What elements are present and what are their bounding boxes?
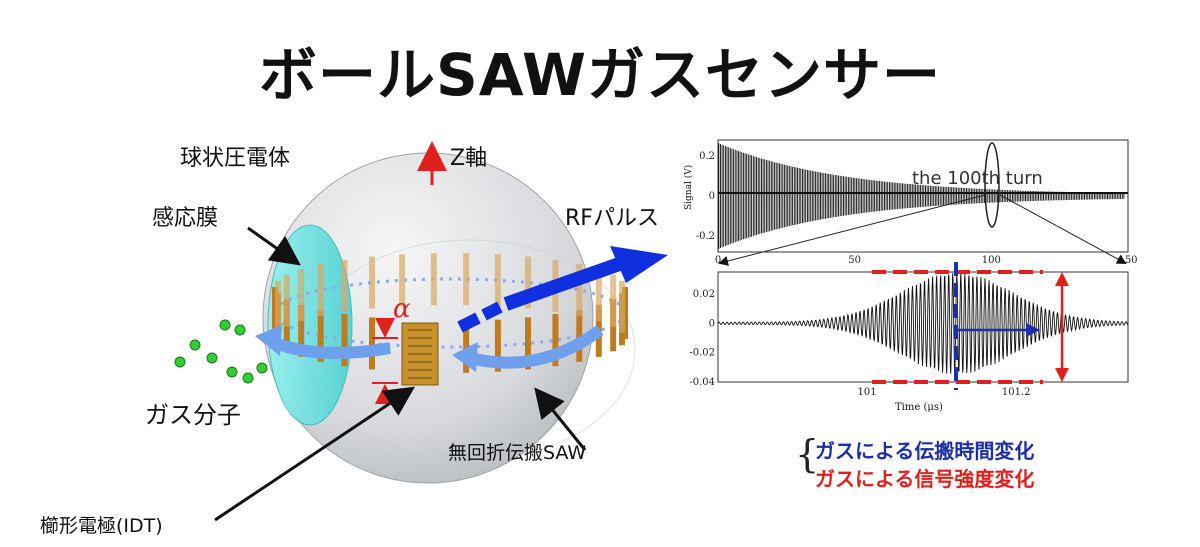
gas-molecule: [206, 352, 218, 364]
zoom-lines: [718, 194, 1127, 266]
y-tick-label: -0.04: [689, 377, 715, 388]
electrode-bar: [317, 264, 324, 317]
gas-molecule: [174, 356, 186, 368]
pointer-lines: [214, 226, 587, 522]
legend-brace: {: [795, 432, 820, 476]
label-idt: 櫛形電極(IDT): [40, 515, 163, 537]
series-line: [718, 143, 1125, 249]
electrode-bar: [341, 259, 348, 312]
x-tick-label: 101: [858, 387, 877, 398]
xlabel-bottom-chart: Time (μs): [895, 402, 943, 413]
effect-time-change: ガスによる伝搬時間変化: [815, 439, 1035, 463]
x-tick-label: 50: [848, 255, 861, 266]
electrode-bar: [317, 309, 324, 362]
electrode-bar: [576, 264, 583, 317]
electrode-bar: [399, 254, 406, 307]
x-tick-label: 0: [715, 255, 721, 266]
label-rf-pulse: RFパルス: [565, 206, 659, 231]
label-saw: 無回折伝搬SAW: [448, 442, 587, 464]
y-tick-label: 0: [709, 318, 715, 329]
electrode-bar: [283, 274, 290, 327]
chart-signal-overview: 0 50 100 150 0.2 0 -0.2: [696, 139, 1138, 266]
electrode-bar: [525, 256, 532, 309]
electrode-bar: [368, 317, 375, 370]
gas-molecules: [174, 319, 268, 384]
turn-100-marker: [984, 142, 1000, 228]
electrode-bar: [552, 314, 559, 367]
electrode-bar: [463, 253, 470, 306]
label-piezo-sphere: 球状圧電体: [180, 146, 291, 171]
chart-signal-detail: 101 101.2 0.02 0 -0.02 -0.04: [689, 262, 1129, 398]
y-tick-label: -0.02: [689, 348, 715, 359]
y-tick-label: 0: [709, 191, 715, 202]
label-sensing-film: 感応膜: [152, 206, 219, 231]
electrode-bar: [298, 269, 305, 322]
gas-molecule: [256, 362, 268, 374]
x-tick-label: 101.2: [1002, 387, 1031, 398]
gas-molecule: [234, 324, 246, 336]
series-line: [717, 272, 1129, 374]
annotation-100th-turn: the 100th turn: [912, 168, 1043, 189]
electrode-bar: [463, 320, 470, 373]
electrode-bar: [298, 304, 305, 357]
effect-amplitude-change: ガスによる信号強度変化: [815, 467, 1035, 491]
page-title: ボールSAWガスセンサー: [258, 41, 942, 109]
electrode-ring: [272, 253, 628, 373]
gas-molecule: [226, 366, 238, 378]
x-tick-label: 150: [1118, 255, 1137, 266]
electrode-bar: [525, 317, 532, 370]
x-tick-label: 100: [982, 255, 1001, 266]
rf-pulse-arrow: [457, 246, 668, 333]
electrode-bar: [576, 309, 583, 362]
y-tick-label: 0.02: [693, 289, 715, 300]
idt-electrode: [401, 322, 439, 386]
electrode-bar: [494, 319, 501, 372]
electrode-bar: [430, 253, 437, 306]
ylabel-top-chart: Signal (V): [684, 164, 694, 210]
electrode-bar: [368, 256, 375, 309]
electrode-bar: [494, 254, 501, 307]
saw-circulation-arrows: [255, 325, 604, 372]
gas-molecule: [219, 319, 231, 331]
electrode-bar: [595, 269, 602, 322]
electrode-bar: [619, 280, 626, 333]
electrode-bar: [610, 274, 617, 327]
gas-molecule: [242, 372, 254, 384]
gas-molecule: [189, 339, 201, 351]
y-tick-label: -0.2: [696, 231, 715, 242]
electrode-bar: [341, 314, 348, 367]
label-alpha: α: [393, 294, 411, 324]
electrode-bar: [274, 280, 281, 333]
label-gas-molecules: ガス分子: [145, 401, 241, 429]
label-z-axis: Z軸: [450, 146, 488, 171]
y-tick-label: 0.2: [699, 151, 715, 162]
